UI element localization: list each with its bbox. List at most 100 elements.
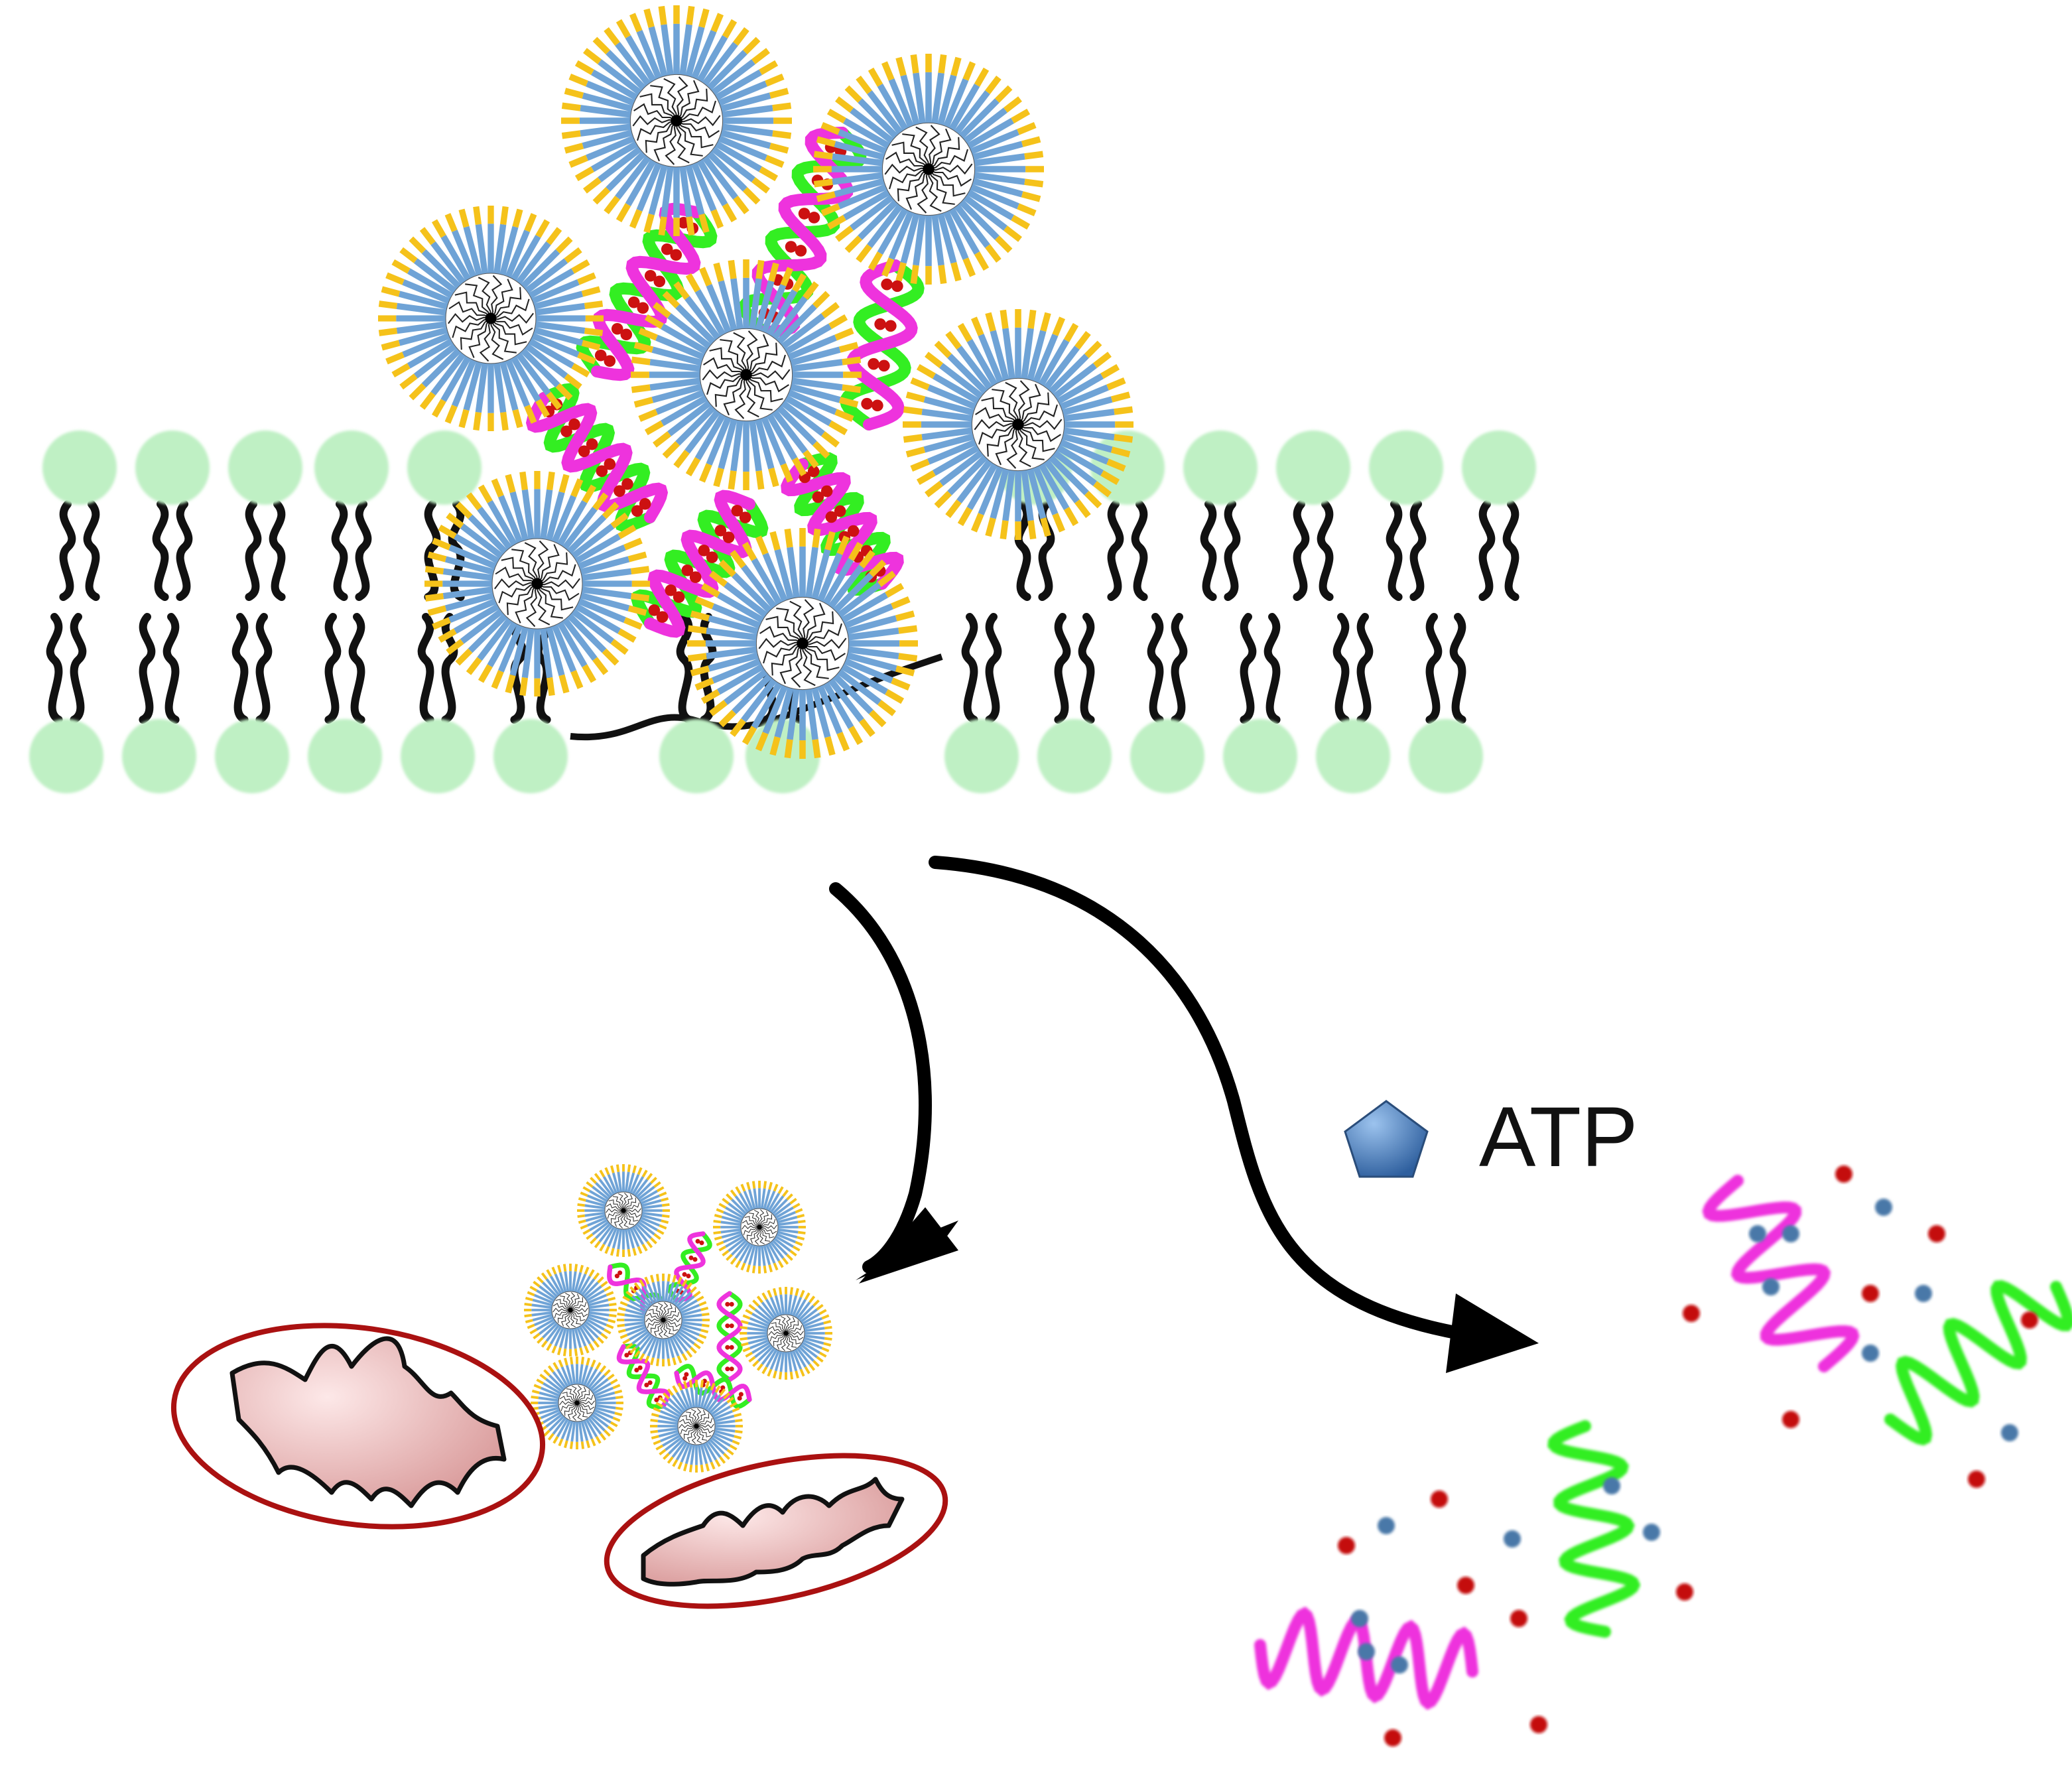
micelle-tip [726, 1449, 734, 1456]
lipid-head [1037, 719, 1112, 793]
micelle-core-chain [754, 1210, 760, 1228]
micelle-tip [740, 1183, 746, 1192]
micelle-tip [718, 1203, 727, 1209]
micelle-tip [1024, 151, 1044, 160]
blue-dot [2001, 1424, 2018, 1441]
micelle-tip [651, 1435, 659, 1439]
lipid-tail [1502, 500, 1520, 601]
micelle-tip [580, 1191, 588, 1197]
micelle-tip [778, 1287, 783, 1295]
micelle-tip [555, 236, 573, 254]
micelle-core-chain [928, 168, 955, 205]
micelle-tip [604, 1369, 611, 1376]
micelle-tip [730, 1257, 737, 1265]
pentagon-icon [1344, 1100, 1429, 1178]
micelle-core-chain [696, 1425, 702, 1443]
micelle-tip [557, 1347, 562, 1356]
micelle-core-chain [885, 151, 929, 170]
micelle-core-chain [789, 600, 804, 644]
lipid-tail [1054, 613, 1071, 724]
micelle-tip [593, 1340, 600, 1348]
micelle-stalk [840, 663, 888, 695]
micelle-tip [399, 247, 418, 263]
micelle-stalk [714, 1414, 735, 1423]
micelle-stalk [776, 1232, 797, 1244]
micelle-tip [714, 1214, 722, 1219]
lipid-tail [348, 613, 365, 724]
micelle-tip [698, 463, 712, 483]
micelle-stalk [747, 1321, 769, 1330]
micelle-tip [714, 1385, 721, 1394]
micelle-core-chain [639, 93, 677, 121]
micelle-stalk [651, 1337, 660, 1358]
micelle-core-chain [565, 1309, 571, 1328]
micelle-tip [795, 1288, 799, 1296]
micelle-stalk [948, 84, 980, 131]
micelle-tip [610, 1378, 618, 1385]
micelle-stalk [774, 1295, 783, 1316]
micelle-tip [713, 262, 724, 283]
micelle-tip [614, 1390, 623, 1394]
micelle-tip [444, 213, 458, 232]
micelle-tip [600, 1433, 607, 1441]
micelle-stalk [931, 214, 944, 266]
lipid-head [659, 719, 734, 793]
micelle-stalk [592, 1411, 612, 1424]
micelle-core-chain [897, 168, 929, 202]
blue-dot [1643, 1524, 1660, 1541]
micelle-tip [391, 259, 411, 274]
micelle-stalk [1053, 450, 1097, 486]
micelle-stalk [684, 1388, 693, 1409]
micelle-stalk [588, 1313, 609, 1322]
micelle-core-chain [676, 120, 720, 139]
micelle-tip [836, 535, 850, 555]
micelle-stalk [591, 1413, 609, 1428]
micelle-tip [656, 1228, 665, 1235]
micelle-tip [970, 513, 984, 533]
dna-base [808, 212, 820, 224]
micelle-tip [856, 244, 872, 263]
micelle-tip [615, 1406, 623, 1411]
micelle-core-chain [576, 1400, 595, 1406]
micelle-stalk [574, 533, 621, 564]
micelle-tip [950, 56, 962, 77]
micelle-tip [742, 1314, 751, 1320]
micelle-tip [662, 440, 680, 459]
dna-base [617, 1270, 623, 1276]
micelle-stalk [776, 405, 817, 446]
micelle-core-chain [691, 1425, 697, 1444]
dna-base [647, 1380, 653, 1385]
micelle-tip [672, 1274, 677, 1283]
micelle-stalk [817, 553, 843, 602]
micelle-tip [524, 405, 537, 424]
micelle-stalk [774, 549, 794, 600]
dna-base [881, 278, 893, 291]
lipid-head [1130, 719, 1204, 793]
micelle-stalk [460, 608, 503, 644]
micelle-stalk [761, 1347, 776, 1365]
micelle-tip [985, 517, 996, 537]
micelle-stalk [571, 1328, 577, 1349]
micelle-tip [769, 531, 781, 551]
micelle-stalk [667, 1282, 675, 1303]
lipid-head [122, 719, 196, 793]
micelle-stalk [440, 356, 472, 403]
micelle-tip [1114, 434, 1133, 443]
micelle-core-chain [623, 1210, 641, 1218]
micelle-stalk [580, 123, 631, 137]
micelle-tip [500, 206, 509, 226]
micelle-stalk [775, 1235, 794, 1248]
dna-base [614, 485, 625, 497]
lipid-tail [441, 613, 458, 724]
micelle-core-chain [902, 133, 929, 170]
micelle-stalk [658, 1414, 679, 1423]
micelle-tip [910, 265, 919, 285]
micelle-stalk [1033, 334, 1059, 383]
micelle-stalk [442, 568, 493, 581]
lipid-tail [1240, 613, 1257, 724]
micelle-stalk [554, 1273, 565, 1293]
micelle-stalk [659, 1431, 680, 1443]
micelle-core-chain [570, 1297, 584, 1311]
micelle-stalk [647, 1337, 658, 1357]
micelle-stalk [704, 1441, 718, 1461]
